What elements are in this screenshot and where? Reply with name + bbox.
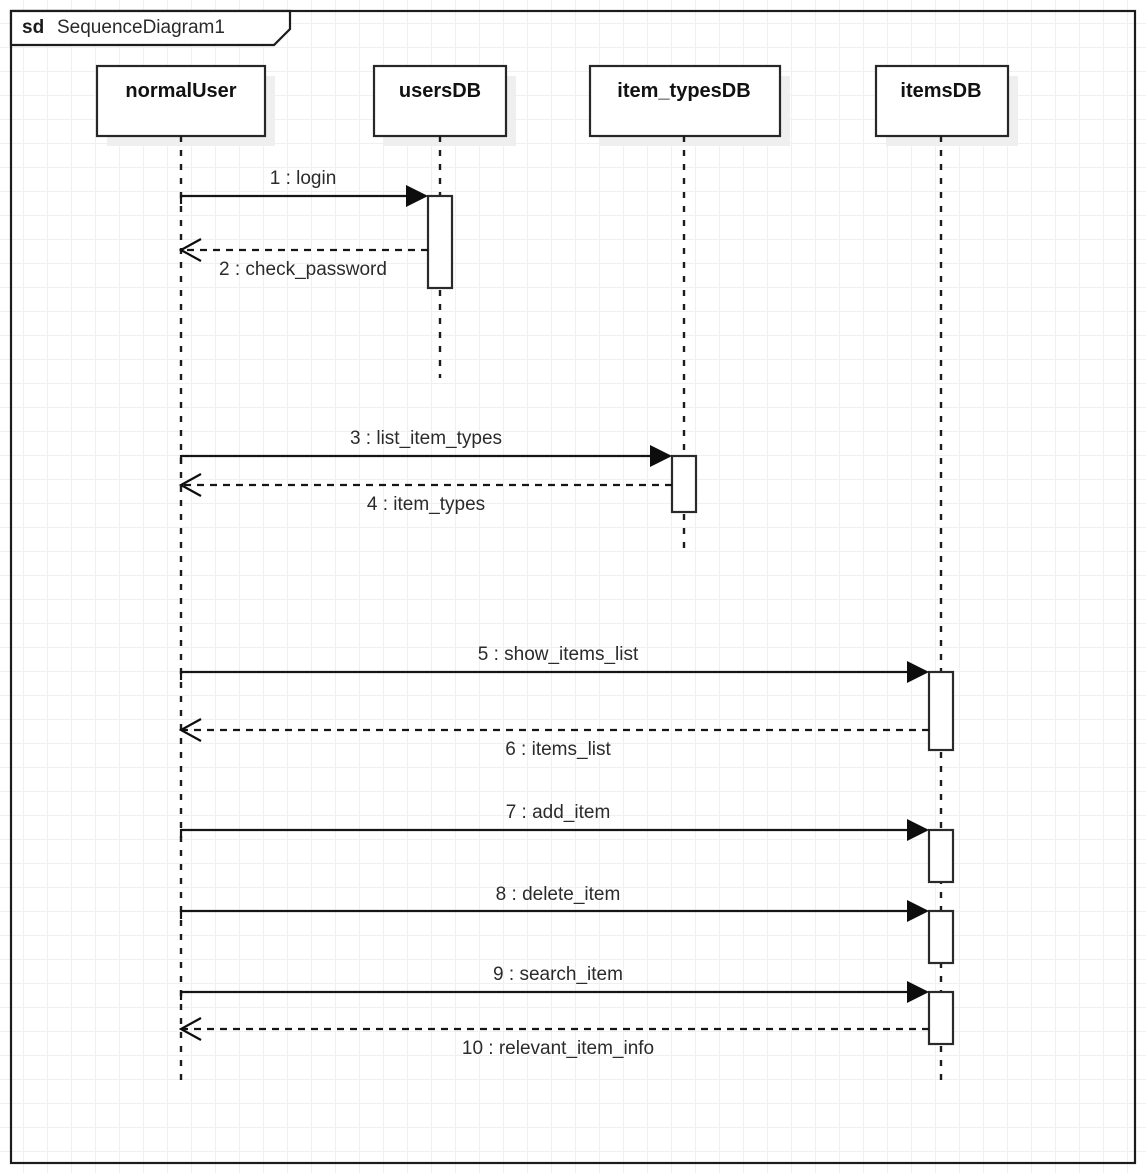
frame-tab — [9, 9, 292, 47]
message-1[interactable]: 1 : login — [179, 168, 428, 207]
lifeline-box-normalUser[interactable] — [95, 64, 267, 138]
activation-bar-usersDB[interactable] — [426, 194, 454, 290]
message-label-10: 10 : relevant_item_info — [462, 1038, 654, 1059]
arrowhead-open-2 — [178, 238, 202, 262]
arrowhead-open-6 — [178, 718, 202, 742]
arrowhead-filled-1 — [406, 185, 428, 207]
message-label-5: 5 : show_items_list — [478, 644, 639, 665]
message-6[interactable]: 6 : items_list — [178, 718, 929, 760]
arrowhead-open-10 — [178, 1017, 202, 1041]
message-label-6: 6 : items_list — [505, 739, 611, 760]
messages-layer: 1 : login 2 : check_password 3 : list_item… — [178, 168, 929, 1059]
message-label-1: 1 : login — [270, 168, 337, 189]
arrowhead-filled-3 — [650, 445, 672, 467]
message-10[interactable]: 10 : relevant_item_info — [178, 1017, 929, 1059]
activation-bar-itemsDB[interactable] — [927, 828, 955, 884]
lifeline-label-normalUser: normalUser — [125, 80, 236, 102]
lifeline-box-item_typesDB[interactable] — [588, 64, 782, 138]
message-label-7: 7 : add_item — [506, 802, 611, 823]
arrowhead-filled-5 — [907, 661, 929, 683]
message-3[interactable]: 3 : list_item_types — [179, 428, 672, 467]
frame-kind-label: sd — [22, 17, 45, 38]
lifelines-layer: normalUser usersDB item_typesDB itemsDB — [95, 64, 1018, 1086]
lifeline-label-usersDB: usersDB — [399, 80, 481, 102]
arrowhead-filled-7 — [907, 819, 929, 841]
activation-bar-item_typesDB[interactable] — [670, 454, 698, 514]
message-2[interactable]: 2 : check_password — [178, 238, 428, 280]
arrowhead-filled-8 — [907, 900, 929, 922]
frame-border — [9, 9, 1137, 1165]
lifeline-label-item_typesDB: item_typesDB — [617, 80, 750, 102]
message-label-9: 9 : search_item — [493, 964, 623, 985]
activation-bar-itemsDB[interactable] — [927, 990, 955, 1046]
lifeline-label-itemsDB: itemsDB — [900, 80, 981, 102]
message-8[interactable]: 8 : delete_item — [179, 884, 929, 922]
message-4[interactable]: 4 : item_types — [178, 473, 672, 515]
message-label-8: 8 : delete_item — [496, 884, 621, 905]
message-5[interactable]: 5 : show_items_list — [179, 644, 929, 683]
message-label-4: 4 : item_types — [367, 494, 485, 515]
diagram-frame — [9, 9, 1137, 1165]
frame-title-label: SequenceDiagram1 — [57, 17, 225, 38]
arrowhead-filled-9 — [907, 981, 929, 1003]
activation-bar-itemsDB[interactable] — [927, 670, 955, 752]
arrowhead-open-4 — [178, 473, 202, 497]
activation-bar-itemsDB[interactable] — [927, 909, 955, 965]
message-label-2: 2 : check_password — [219, 259, 387, 280]
message-9[interactable]: 9 : search_item — [179, 964, 929, 1003]
message-label-3: 3 : list_item_types — [350, 428, 502, 449]
message-7[interactable]: 7 : add_item — [179, 802, 929, 841]
activations-layer — [426, 194, 955, 1046]
